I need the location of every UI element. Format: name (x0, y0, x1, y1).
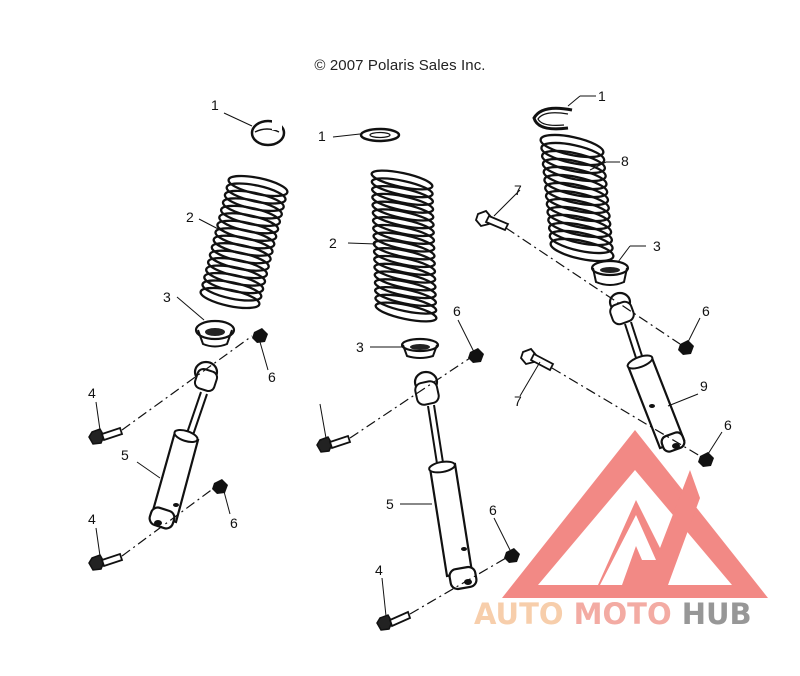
callout-part-6-left-lower: 6 (230, 515, 238, 531)
callout-part-2-center: 2 (329, 235, 337, 251)
right-retaining-clip (532, 106, 573, 131)
callout-part-6-left-upper: 6 (268, 369, 276, 385)
spring-coil (372, 247, 436, 269)
callout-part-3-right: 3 (653, 238, 661, 254)
spring-coil (544, 181, 610, 207)
callout-part-9: 9 (700, 378, 708, 394)
callout-part-4-left-lower: 4 (88, 511, 96, 527)
logo-letter-g (600, 515, 656, 585)
spring-coil (540, 141, 606, 167)
center-coil-spring (370, 169, 438, 323)
watermark-wordmark: AUTO MOTO HUB (474, 597, 752, 631)
right-lower-bolt (519, 347, 555, 372)
spring-coil (542, 165, 608, 191)
spring-coil (549, 237, 615, 263)
callout-part-7-lower: 7 (514, 393, 522, 409)
left-spring-seat (194, 319, 236, 348)
right-spring-seat (590, 259, 630, 286)
left-lower-nut (212, 479, 228, 494)
spring-coil (546, 205, 612, 231)
wordmark-hub: HUB (682, 597, 752, 631)
right-axis-lines (505, 227, 701, 457)
automotohub-watermark: AUTO MOTO HUB (474, 430, 768, 631)
wordmark-auto: AUTO (474, 597, 564, 631)
wordmark-moto: MOTO (574, 597, 672, 631)
spring-coil (543, 173, 609, 199)
callout-part-1-right: 1 (598, 88, 606, 104)
spring-coil (545, 197, 611, 223)
callout-part-6-center-lower: 6 (489, 502, 497, 518)
callout-part-1-center: 1 (318, 128, 326, 144)
right-lower-nut (698, 452, 714, 467)
callout-part-7-upper: 7 (514, 182, 522, 198)
spring-coil (201, 279, 263, 302)
right-shock-absorber (608, 291, 686, 453)
left-coil-spring (199, 174, 289, 310)
spring-coil (539, 133, 605, 159)
right-coil-spring (539, 133, 615, 263)
callout-part-4-left-upper: 4 (88, 385, 96, 401)
spring-coil (547, 213, 613, 239)
spring-coil (371, 208, 435, 230)
center-upper-nut (468, 348, 484, 363)
callout-part-6-right-upper: 6 (702, 303, 710, 319)
spring-coil (544, 189, 610, 215)
copyright-notice: © 2007 Polaris Sales Inc. (314, 57, 486, 74)
center-lower-bolt (376, 610, 412, 631)
callout-part-5-center: 5 (386, 496, 394, 512)
center-shock-assembly (316, 127, 520, 631)
callout-part-1-left: 1 (211, 97, 219, 113)
spring-coil (548, 229, 614, 255)
spring-coil (374, 301, 438, 323)
center-retaining-clip (359, 127, 401, 143)
spring-coil (547, 221, 614, 247)
callout-part-5-left: 5 (121, 447, 129, 463)
callout-part-8: 8 (621, 153, 629, 169)
callout-part-2-left: 2 (186, 209, 194, 225)
center-axis-lines (349, 357, 507, 615)
center-shock-absorber (413, 370, 478, 591)
spring-coil (541, 157, 607, 183)
right-shock-assembly (474, 106, 714, 467)
left-axis-lines (121, 335, 253, 557)
leader-lines (95, 95, 723, 617)
spring-coil (199, 286, 261, 310)
center-spring-seat (400, 337, 440, 359)
spring-coil (373, 270, 437, 292)
center-upper-bolt (316, 434, 352, 453)
callout-part-6-center-upper: 6 (453, 303, 461, 319)
callout-labels: 1 1 1 2 2 8 3 3 3 6 6 6 6 6 6 4 4 4 5 5 … (88, 88, 732, 578)
callout-part-3-center: 3 (356, 339, 364, 355)
center-lower-nut (504, 548, 520, 563)
callout-part-6-right-lower: 6 (724, 417, 732, 433)
right-upper-bolt (474, 209, 510, 232)
callout-part-4-center: 4 (375, 562, 383, 578)
left-retaining-clip (250, 119, 286, 147)
spring-coil (370, 184, 435, 207)
right-upper-nut (678, 340, 694, 355)
watermark-logo-icon (502, 430, 768, 598)
left-upper-nut (252, 328, 268, 343)
left-upper-bolt (88, 426, 124, 445)
spring-coil (374, 293, 438, 315)
callout-part-3-left: 3 (163, 289, 171, 305)
left-shock-absorber (148, 360, 219, 530)
spring-coil (540, 149, 607, 175)
left-lower-bolt (88, 552, 124, 571)
left-shock-assembly (88, 119, 289, 571)
